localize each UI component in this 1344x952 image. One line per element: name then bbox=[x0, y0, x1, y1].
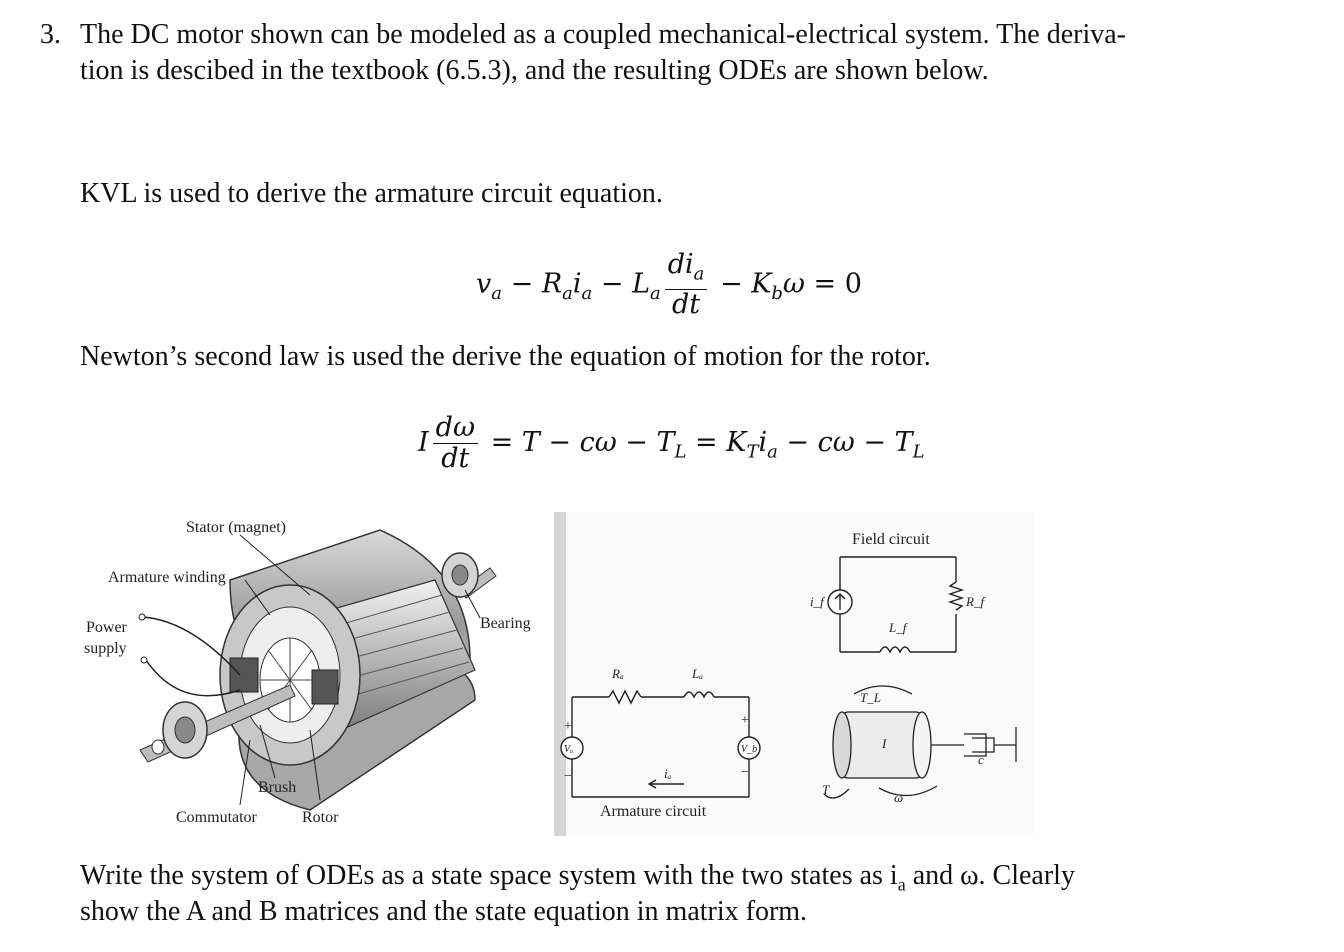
svg-text:−: − bbox=[741, 765, 749, 780]
label-Ra: Rₐ bbox=[611, 666, 624, 681]
label-power: Power bbox=[86, 619, 128, 636]
label-c: c bbox=[978, 752, 984, 767]
label-vb: V_b bbox=[741, 744, 757, 755]
label-ia: iₐ bbox=[664, 766, 672, 781]
svg-text:+: + bbox=[564, 719, 572, 734]
label-omega: ω bbox=[894, 790, 903, 805]
label-TL: T_L bbox=[860, 690, 881, 705]
task-line-2: show the A and B matrices and the state … bbox=[80, 896, 808, 927]
newton-text: Newton’s second law is used the derive t… bbox=[80, 341, 931, 372]
problem-number: 3. bbox=[40, 19, 61, 50]
label-commutator: Commutator bbox=[176, 809, 258, 826]
label-supply: supply bbox=[84, 640, 127, 657]
label-field-circuit: Field circuit bbox=[852, 531, 930, 548]
label-Rf: R_f bbox=[965, 594, 986, 609]
label-T: T bbox=[822, 782, 830, 797]
label-rotor: Rotor bbox=[302, 809, 339, 826]
label-Lf: L_f bbox=[888, 620, 909, 635]
label-stator: Stator (magnet) bbox=[186, 519, 286, 536]
task-line-1: Write the system of ODEs as a state spac… bbox=[80, 860, 1075, 895]
svg-text:+: + bbox=[741, 713, 749, 728]
label-armature-winding: Armature winding bbox=[108, 569, 226, 586]
dc-motor-illustration: Stator (magnet) Armature winding Power s… bbox=[84, 519, 531, 826]
label-La: Lₐ bbox=[691, 666, 703, 681]
kvl-text: KVL is used to derive the armature circu… bbox=[80, 178, 663, 209]
label-I: I bbox=[881, 736, 887, 751]
dc-motor-circuit-diagram: + − + − Field circuit Armature circuit R… bbox=[554, 512, 1034, 836]
label-if: i_f bbox=[810, 594, 826, 609]
label-armature-circuit: Armature circuit bbox=[600, 803, 707, 820]
intro-line-2: tion is descibed in the textbook (6.5.3)… bbox=[80, 55, 989, 86]
svg-text:−: − bbox=[564, 769, 572, 784]
intro-line-1: The DC motor shown can be modeled as a c… bbox=[80, 19, 1126, 50]
label-va: Vₐ bbox=[564, 744, 573, 755]
label-bearing: Bearing bbox=[480, 615, 531, 632]
label-brush: Brush bbox=[258, 779, 296, 796]
